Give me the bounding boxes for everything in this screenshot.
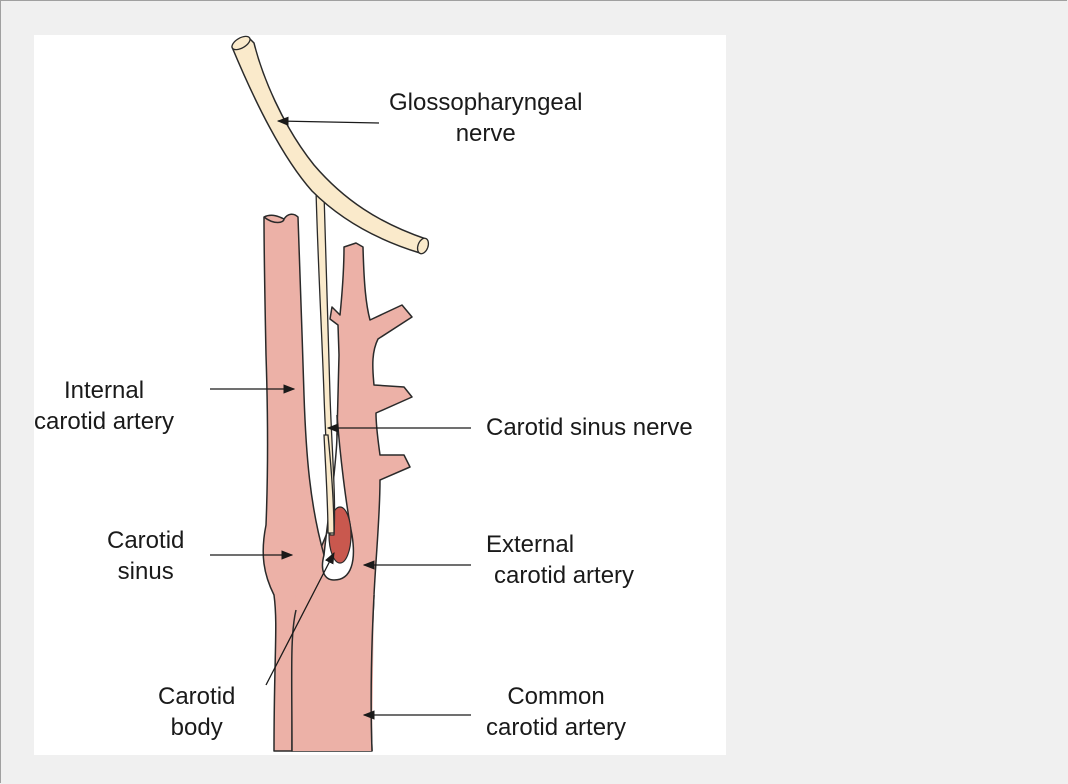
label-carotid-sinus-nerve: Carotid sinus nerve xyxy=(486,412,693,443)
label-common-carotid-artery: Common carotid artery xyxy=(486,681,626,743)
leader-glossopharyngeal xyxy=(278,121,379,123)
label-carotid-sinus: Carotid sinus xyxy=(107,525,184,587)
diagram-panel: Glossopharyngeal nerve Internal carotid … xyxy=(34,35,726,755)
label-internal-carotid-artery: Internal carotid artery xyxy=(34,375,174,437)
common-carotid-artery xyxy=(292,574,374,751)
label-external-carotid-artery: External carotid artery xyxy=(486,529,634,591)
label-carotid-body: Carotid body xyxy=(158,681,235,743)
label-glossopharyngeal-nerve: Glossopharyngeal nerve xyxy=(389,87,582,149)
